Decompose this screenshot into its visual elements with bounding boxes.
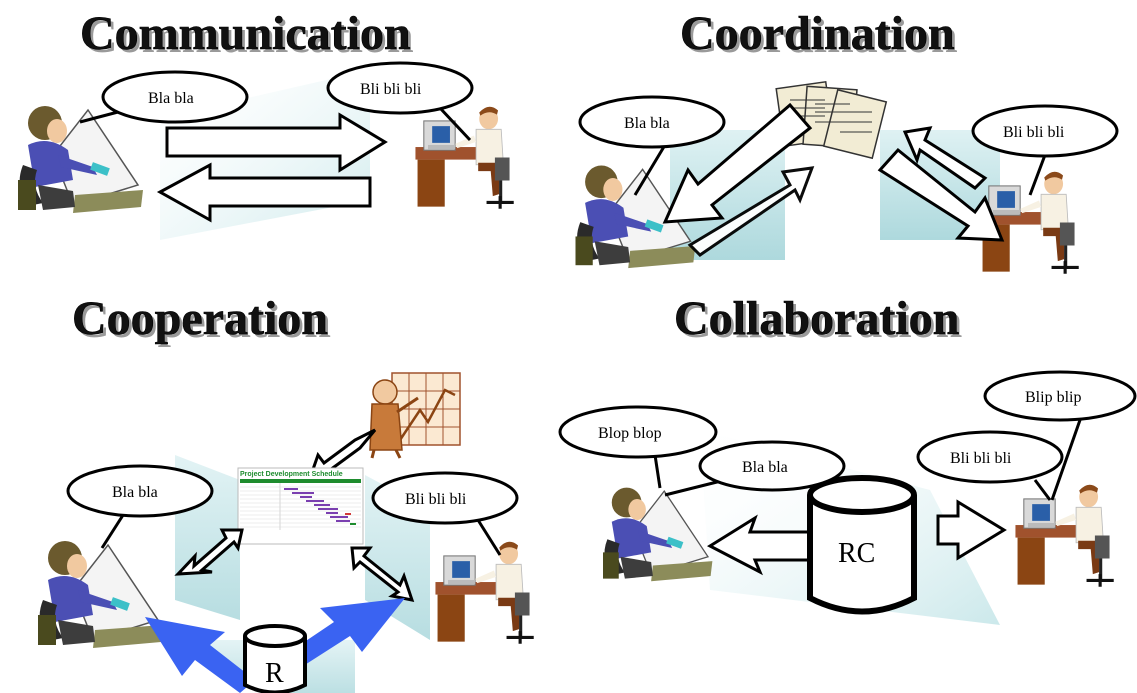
blue-arrow-left <box>145 617 255 693</box>
speech-bubble-right: Bli bli bli <box>371 471 519 556</box>
speech-bubble-bla: Bla bla <box>664 440 846 497</box>
speech-bubble-left: Bla bla <box>578 95 726 196</box>
repository-cylinder: R <box>243 624 307 693</box>
bubble-text: Blop blop <box>598 425 662 442</box>
bubble-text: Bla bla <box>148 90 194 107</box>
collaboration-title: Collaboration <box>674 292 959 345</box>
bubble-text: Blip blip <box>1025 389 1081 406</box>
arrow-to-left-person <box>662 102 813 224</box>
project-schedule-document: Project Development Schedule <box>237 467 364 545</box>
person-at-computer <box>413 105 516 211</box>
panel-coordination: Coordination Coordination Bla bla <box>574 7 1119 276</box>
communication-title-shadow: Communication <box>83 10 414 63</box>
cooperation-title: Cooperation <box>72 292 328 345</box>
speech-bubble-blop: Blop blop <box>558 405 718 489</box>
panel-collaboration: Collaboration Collaboration RC Blop blop… <box>558 292 1137 625</box>
bubble-text: Bli bli bli <box>360 81 422 98</box>
bubble-text: Bli bli bli <box>405 491 467 508</box>
bubble-text: Bla bla <box>742 459 788 476</box>
arrow-left-person-schedule <box>174 528 244 576</box>
arrow-from-right-person <box>902 126 988 190</box>
speech-bubble-left: Bla bla <box>79 70 249 124</box>
cooperation-title-shadow: Cooperation <box>75 295 331 348</box>
speech-bubble-right: Bli bli bli <box>326 61 474 142</box>
bubble-text: Bli bli bli <box>950 450 1012 467</box>
collaboration-title-shadow: Collaboration <box>677 295 962 348</box>
left-arrow <box>156 162 372 223</box>
repository-cylinder: RC <box>807 475 917 615</box>
person-drawing <box>37 540 164 649</box>
right-arrow <box>165 112 388 173</box>
bubble-text: Bli bli bli <box>1003 124 1065 141</box>
speech-bubble-right: Bli bli bli <box>971 104 1119 196</box>
person-at-computer <box>433 540 536 646</box>
communication-title: Communication <box>80 7 411 60</box>
speech-bubble-bli: Bli bli bli <box>916 430 1064 501</box>
presenter-with-chart <box>369 372 461 459</box>
repository-label: R <box>265 658 284 689</box>
panel-communication: Communication Communication Bla bla Bli … <box>17 7 516 240</box>
schedule-title: Project Development Schedule <box>240 471 343 478</box>
panel-cooperation: Cooperation Cooperation Project Developm… <box>37 292 536 693</box>
bubble-text: Bla bla <box>112 484 158 501</box>
coordination-title: Coordination <box>680 7 955 60</box>
blue-arrow-right <box>285 598 405 668</box>
coordination-title-shadow: Coordination <box>683 10 958 63</box>
arrow-from-left-person <box>687 166 815 257</box>
repository-label: RC <box>838 538 875 569</box>
speech-bubble-blip: Blip blip <box>983 370 1137 501</box>
sheet-music-icon <box>775 80 888 160</box>
arrow-repository-to-right-person <box>936 499 1007 561</box>
arrow-to-right-person <box>877 147 1005 242</box>
speech-bubble-left: Bla bla <box>66 464 214 549</box>
person-drawing <box>602 486 713 582</box>
arrow-right-person-schedule <box>350 546 415 602</box>
person-at-computer <box>1013 483 1116 589</box>
bubble-text: Bla bla <box>624 115 670 132</box>
